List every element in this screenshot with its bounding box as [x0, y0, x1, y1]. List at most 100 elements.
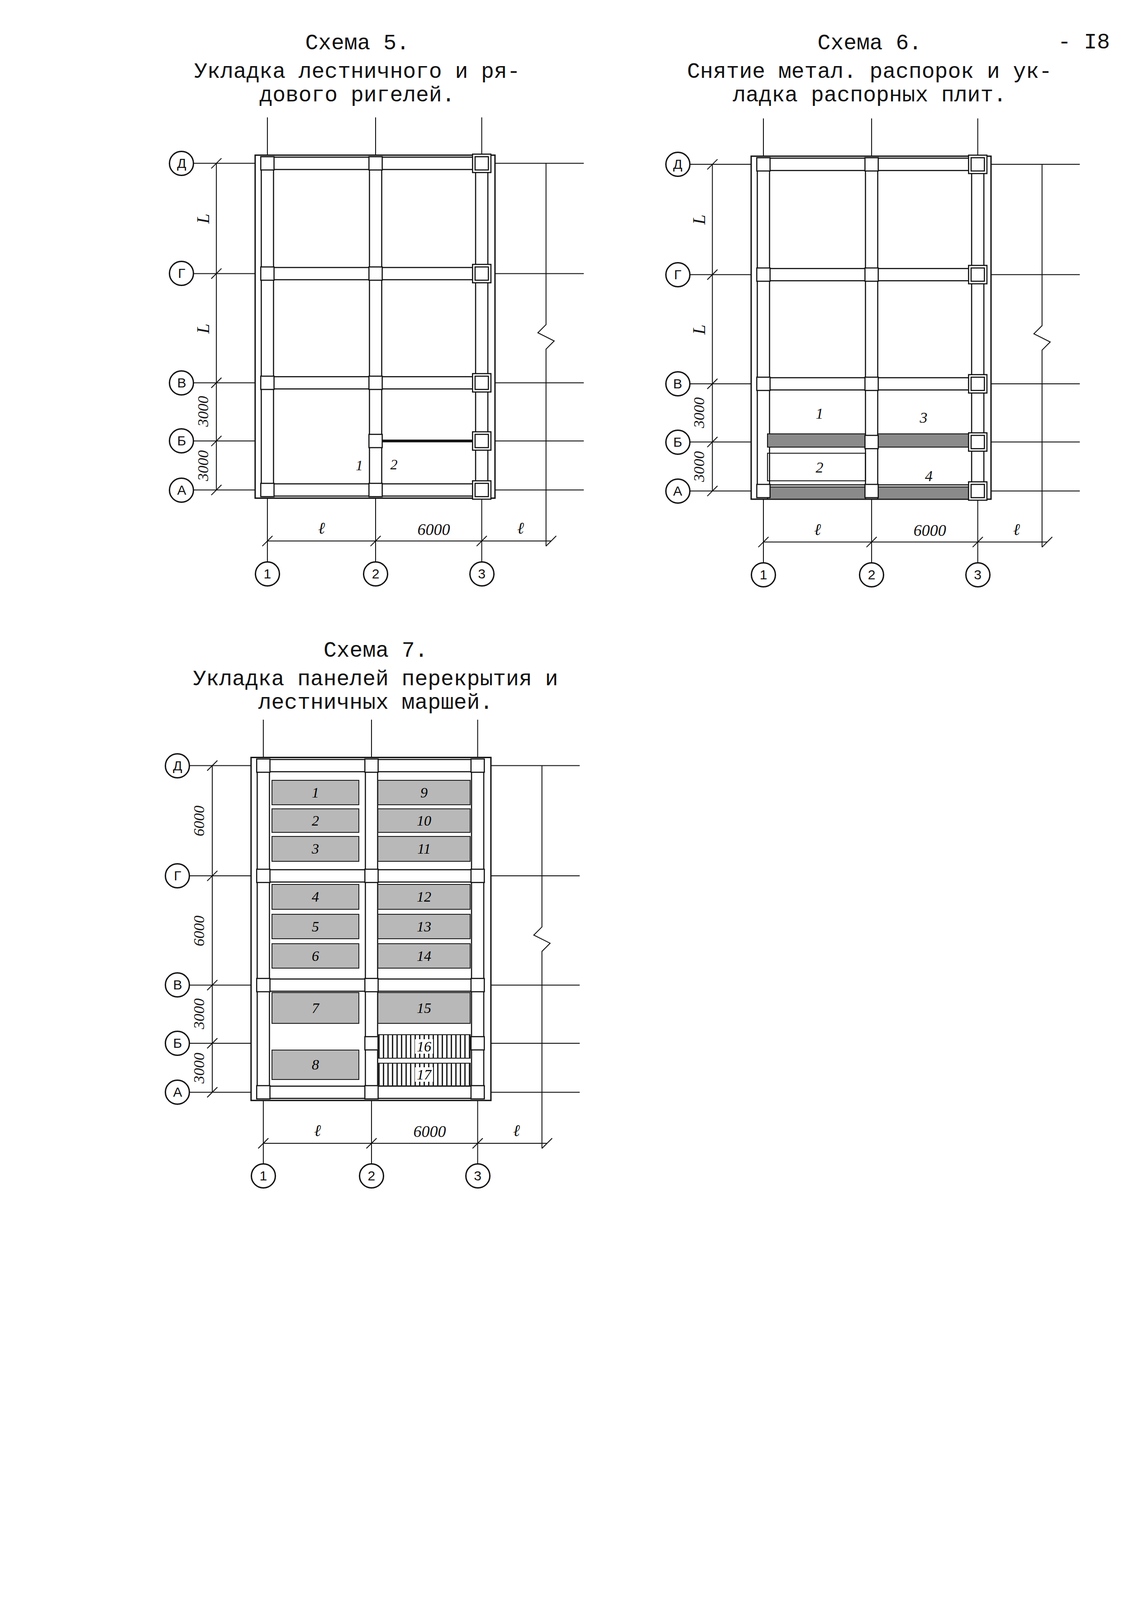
column	[968, 374, 987, 394]
axis-label: 3	[473, 1167, 482, 1184]
column	[971, 376, 985, 391]
floor-panel: 4	[271, 883, 360, 910]
column	[364, 1085, 378, 1099]
axis-line	[991, 383, 1080, 385]
axis-bubble: 1	[250, 1162, 277, 1189]
axis-line	[262, 719, 264, 758]
axis-line	[194, 440, 256, 442]
dimension-tick	[207, 870, 218, 882]
axis-line	[495, 440, 584, 442]
panel-number: 15	[416, 1000, 432, 1016]
axis-bubble: Г	[168, 260, 195, 286]
dimension: 3000	[194, 395, 212, 427]
beam-line	[756, 160, 758, 496]
dimension-tick	[211, 377, 222, 388]
break-line	[538, 163, 555, 547]
dimension-line	[263, 1142, 548, 1144]
dimension: 6000	[913, 521, 947, 540]
floor-panel: 8	[271, 1049, 360, 1081]
axis-line	[481, 117, 483, 155]
column	[471, 1085, 485, 1099]
floor-panel: 1	[271, 779, 360, 806]
axis-label: 1	[259, 1167, 268, 1184]
column	[475, 266, 489, 281]
building-outline	[251, 757, 491, 1101]
axis-bubble: В	[665, 371, 691, 397]
dimension-tick	[546, 535, 557, 547]
column	[756, 267, 770, 282]
axis-line	[495, 382, 584, 384]
break-line	[533, 765, 551, 1149]
element-number: 2	[815, 458, 824, 476]
axis-label: 3	[477, 566, 486, 582]
column	[472, 431, 491, 451]
column	[260, 266, 274, 281]
axis-line	[991, 274, 1080, 276]
dimension: ℓ	[318, 519, 325, 538]
column	[756, 484, 770, 498]
column	[472, 264, 491, 283]
axis-label: Б	[173, 1035, 183, 1051]
panel-number: 4	[311, 889, 320, 904]
axis-line	[490, 1091, 580, 1093]
column	[471, 1036, 485, 1050]
axis-line	[477, 719, 479, 758]
panel-number: 8	[311, 1057, 320, 1072]
column	[256, 758, 270, 773]
axis-line	[991, 441, 1080, 443]
axis-line	[190, 765, 252, 767]
axis-line	[977, 499, 979, 563]
column	[471, 978, 485, 992]
dimension: ℓ	[814, 520, 821, 539]
axis-label: А	[176, 482, 186, 498]
axis-label: 3	[973, 567, 982, 583]
dimension: 3000	[190, 1052, 208, 1083]
panel-number: 13	[416, 919, 432, 934]
dimension-tick	[972, 536, 983, 548]
column	[756, 376, 770, 391]
panel-number: 9	[420, 785, 428, 800]
column	[475, 483, 489, 497]
element-number: 3	[919, 409, 928, 426]
element-number: 4	[924, 467, 933, 485]
column	[364, 868, 378, 882]
floor-panel: 3	[271, 835, 360, 862]
dimension: L	[193, 213, 214, 224]
axis-bubble: Д	[665, 151, 691, 177]
floor-panel: 6	[271, 943, 360, 969]
dimension: ℓ	[517, 519, 525, 538]
axis-line	[495, 489, 584, 491]
column	[756, 157, 770, 171]
dimension-tick	[707, 486, 718, 497]
panel-number: 5	[311, 919, 320, 934]
column	[968, 481, 987, 501]
axis-bubble: Б	[164, 1030, 191, 1056]
axis-line	[490, 984, 580, 986]
axis-line	[262, 1100, 264, 1164]
axis-line	[495, 272, 584, 274]
column	[368, 156, 382, 170]
axis-line	[190, 1042, 252, 1044]
column	[256, 868, 270, 882]
beam-line	[260, 159, 263, 495]
dimension-tick	[707, 269, 718, 280]
panel-number: 6	[311, 948, 320, 963]
axis-line	[495, 162, 584, 164]
axis-bubble: А	[665, 478, 691, 504]
axis-line	[690, 163, 752, 165]
dimension: 6000	[190, 915, 208, 947]
axis-line	[190, 875, 252, 877]
floor-panel: 9	[377, 779, 471, 806]
axis-line	[371, 719, 372, 758]
element-number: 1	[355, 457, 363, 474]
axis-line	[375, 498, 377, 562]
axis-line	[266, 117, 268, 155]
dimension-tick	[366, 1138, 377, 1149]
axis-line	[690, 490, 752, 492]
axis-bubble: Д	[164, 752, 191, 779]
axis-label: 2	[371, 566, 380, 582]
axis-label: 2	[367, 1167, 376, 1184]
beam-line	[256, 761, 258, 1097]
beam-line	[272, 159, 275, 495]
spacer-slab	[877, 486, 972, 500]
